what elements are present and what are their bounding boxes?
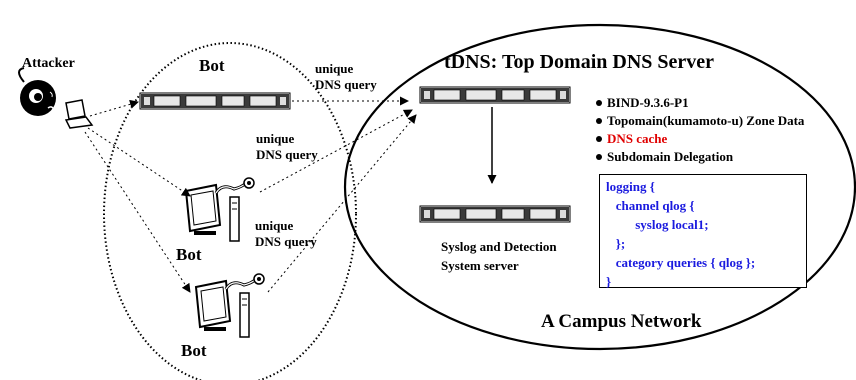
feature-item: BIND-9.3.6-P1 [596,94,804,112]
bot-label: Bot [199,56,225,75]
dns-query-arrow [267,114,417,293]
laptop-icon [64,99,94,129]
syslog-server-label: Syslog and Detection System server [441,239,557,273]
config-line: logging { [606,179,655,194]
attack-arrow [89,99,139,117]
feature-item: Topomain(kumamoto-u) Zone Data [596,112,804,130]
attacker-label: Attacker [22,56,75,71]
tdns-feature-list: BIND-9.3.6-P1 Topomain(kumamoto-u) Zone … [596,94,804,166]
campus-network-label: A Campus Network [541,311,702,332]
botnet-ellipse [103,42,357,380]
bot-label: Bot [176,245,202,264]
config-line: channel qlog { [606,198,695,213]
bot-server-icon [139,92,291,110]
dns-query-arrow [259,109,413,193]
syslog-server-icon [419,205,571,223]
bot-workstation-icon [194,272,266,339]
config-line: category queries { qlog }; [606,255,756,270]
feature-item: Subdomain Delegation [596,148,804,166]
config-line: }; [606,236,626,251]
attack-arrow [84,131,191,293]
dns-query-label: unique DNS query [315,61,377,93]
config-line: syslog local1; [606,217,709,232]
bot-label: Bot [181,341,207,360]
tdns-title: tDNS: Top Domain DNS Server [444,51,715,73]
bot-workstation-icon [184,176,256,243]
config-line: } [606,274,612,289]
feature-item: DNS cache [596,130,804,148]
syslog-config-box: logging { channel qlog { syslog local1; … [599,174,807,289]
attack-arrow [87,127,191,197]
tdns-server-icon [419,86,571,104]
dns-query-label: unique DNS query [256,131,318,163]
dns-query-label: unique DNS query [255,218,317,250]
campus-network-ellipse [343,23,856,351]
attacker-bomb-icon [18,67,56,116]
